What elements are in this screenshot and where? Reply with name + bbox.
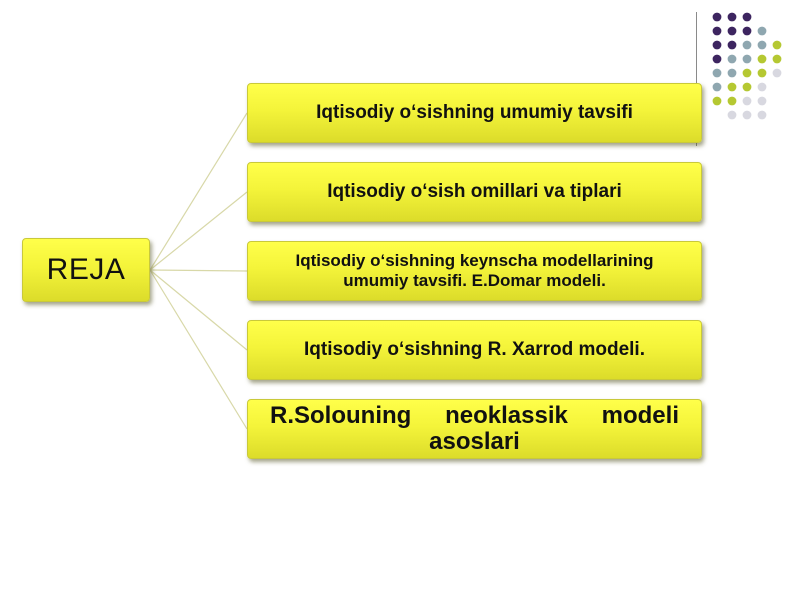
plan-item-3: Iqtisodiy o‘sishning keynscha modellarin… bbox=[247, 241, 702, 301]
decor-dot bbox=[757, 54, 767, 64]
plan-item-label: Iqtisodiy o‘sishning R. Xarrod modeli. bbox=[304, 339, 645, 361]
decor-dot bbox=[757, 96, 767, 106]
decor-dot bbox=[772, 54, 782, 64]
decor-dot bbox=[772, 68, 782, 78]
plan-item-1: Iqtisodiy o‘sishning umumiy tavsifi bbox=[247, 83, 702, 143]
decor-dot bbox=[727, 54, 737, 64]
connector-line-3 bbox=[149, 269, 248, 272]
root-node-reja: REJA bbox=[22, 238, 150, 302]
decor-dot bbox=[727, 40, 737, 50]
decor-dot bbox=[712, 54, 722, 64]
plan-item-label: Iqtisodiy o‘sishning umumiy tavsifi bbox=[316, 102, 633, 124]
plan-item-4: Iqtisodiy o‘sishning R. Xarrod modeli. bbox=[247, 320, 702, 380]
decor-dot bbox=[727, 96, 737, 106]
connector-line-5 bbox=[149, 269, 248, 430]
decor-dot bbox=[712, 40, 722, 50]
decor-dot bbox=[712, 96, 722, 106]
decor-dot bbox=[742, 82, 752, 92]
decor-dot bbox=[742, 26, 752, 36]
decor-dot bbox=[712, 26, 722, 36]
decor-dot bbox=[757, 40, 767, 50]
decor-dot bbox=[742, 40, 752, 50]
decor-dot bbox=[727, 26, 737, 36]
decor-dot bbox=[757, 26, 767, 36]
decor-dot bbox=[757, 82, 767, 92]
plan-item-label: R.Solouning neoklassik modeli asoslari bbox=[270, 401, 679, 455]
decor-dot bbox=[727, 82, 737, 92]
decor-dot bbox=[742, 96, 752, 106]
decorative-dot-grid bbox=[712, 12, 782, 120]
decor-dot bbox=[712, 68, 722, 78]
decorative-vertical-line bbox=[696, 12, 697, 146]
connector-line-1 bbox=[149, 112, 248, 271]
plan-item-label: Iqtisodiy o‘sishning keynscha modellarin… bbox=[295, 251, 654, 290]
connector-line-4 bbox=[149, 269, 248, 351]
decor-dot bbox=[742, 54, 752, 64]
decor-dot bbox=[742, 68, 752, 78]
decor-dot bbox=[727, 110, 737, 120]
decor-dot bbox=[727, 68, 737, 78]
decor-dot bbox=[742, 110, 752, 120]
plan-item-5: R.Solouning neoklassik modeli asoslari bbox=[247, 399, 702, 459]
decor-dot bbox=[712, 12, 722, 22]
decor-dot bbox=[757, 110, 767, 120]
decor-dot bbox=[727, 12, 737, 22]
plan-item-2: Iqtisodiy o‘sish omillari va tiplari bbox=[247, 162, 702, 222]
decor-dot bbox=[742, 12, 752, 22]
decor-dot bbox=[772, 40, 782, 50]
decor-dot bbox=[712, 82, 722, 92]
connector-line-2 bbox=[149, 191, 248, 271]
root-node-label: REJA bbox=[46, 253, 126, 286]
plan-item-label: Iqtisodiy o‘sish omillari va tiplari bbox=[327, 181, 622, 203]
decor-dot bbox=[757, 68, 767, 78]
